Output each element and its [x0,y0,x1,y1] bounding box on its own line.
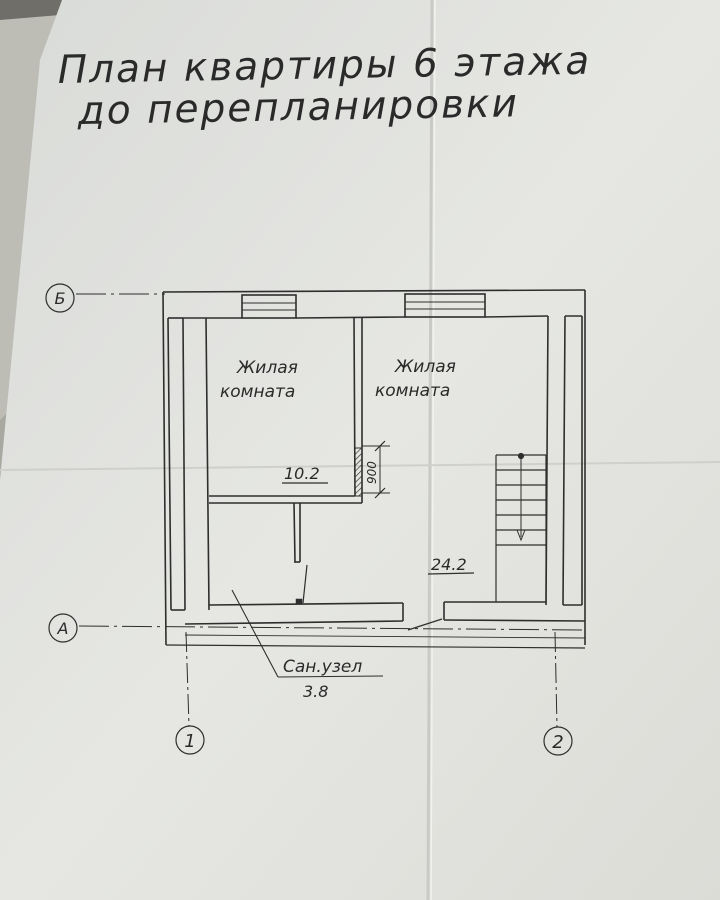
floor-plan [45,283,586,756]
axis-a-label: А [57,619,69,638]
room-right-area: 24.2 [431,555,467,574]
entrance-door [407,618,443,631]
plan-title-line1: План квартиры 6 этажа [57,39,591,93]
room-left-name-line1: Жилая [236,358,298,378]
bathroom-leader-shelf [277,675,384,678]
paper-fold-vertical [426,0,434,900]
right-wall-mid [562,315,566,606]
plan-title-line2: до перепланировки [76,81,519,134]
bottom-wall-bottom-left [184,620,404,625]
axis-2-label: 2 [552,732,563,753]
bathroom-leader-line [231,589,279,678]
axis-b-marker [45,283,75,313]
room-right-name-line1: Жилая [394,357,456,377]
room-right-name-line2: комната [375,381,450,401]
top-wall-outer [162,289,586,293]
room-left-area: 10.2 [284,464,320,483]
left-wall-inner [182,317,186,611]
window-left [241,294,297,319]
room-left-wall [205,317,210,611]
axis-a-marker [48,613,78,643]
bottom-wall-top-left [208,602,404,606]
bottom-wall-outer-line [165,644,586,649]
top-wall-inner-mid [295,316,406,319]
axis-b-label: Б [55,289,66,308]
left-wall-outer [162,291,167,646]
window-right [404,293,486,318]
axis-1-line [185,631,190,727]
area-underline-right [427,572,475,575]
bathroom-partition-a [293,502,296,563]
partition-hatched-segment [354,447,363,497]
staircase [495,452,547,602]
bottom-wall-bottom-right [443,619,586,622]
bathroom-name: Сан.узел [283,657,362,677]
room-left-name-line2: комната [220,382,295,402]
axis-2-marker [543,726,573,756]
axis-1-label: 1 [184,731,195,752]
left-wall-mid [167,317,172,611]
door-dimension-label: 900 [365,461,379,484]
top-wall-inner-right [484,315,549,318]
axis-1-marker [175,725,205,755]
bathroom-area: 3.8 [303,682,328,701]
bathroom-door [302,564,308,604]
paper-fold-vertical-highlight [430,0,436,900]
